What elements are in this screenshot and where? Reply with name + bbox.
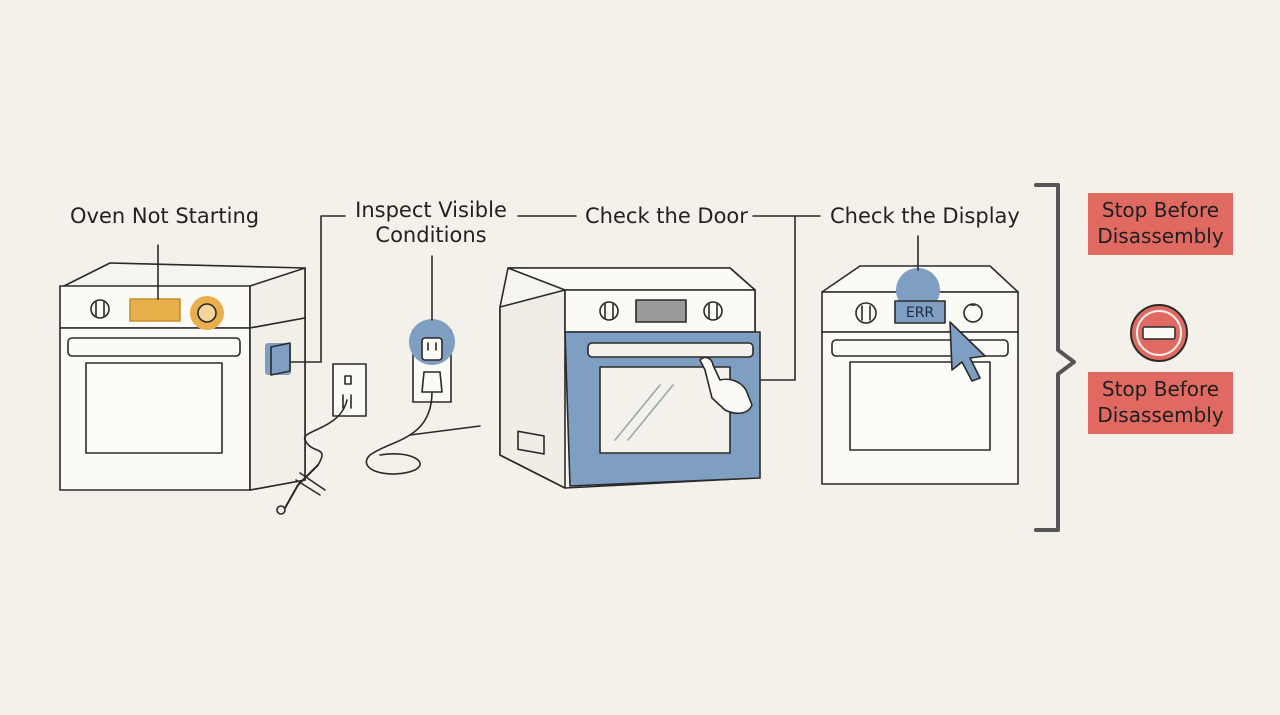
step-oven-not-starting: Oven Not Starting [70, 204, 260, 228]
wall-socket-illustration [276, 363, 481, 515]
outcome-bracket [1034, 183, 1076, 532]
stop-before-disassembly-bottom: Stop Before Disassembly [1088, 372, 1233, 434]
step-check-the-display: Check the Display [830, 204, 1020, 228]
error-code-display: ERR [905, 305, 935, 321]
control-panel-highlight [129, 298, 181, 322]
outlet-illustration [365, 255, 455, 475]
stop-top-line2: Disassembly [1097, 224, 1224, 248]
stop-sign-icon [1130, 304, 1188, 362]
cursor-icon [949, 321, 986, 382]
stop-top-line1: Stop Before [1101, 198, 1220, 222]
step-inspect-line2: Conditions [375, 223, 487, 247]
oven-not-starting-illustration [59, 244, 306, 491]
door-check-oven-illustration [499, 267, 761, 489]
stop-bottom-line1: Stop Before [1101, 377, 1220, 401]
step-inspect-line1: Inspect Visible [355, 198, 507, 222]
side-vent-highlight [265, 343, 291, 375]
stop-before-disassembly-top: Stop Before Disassembly [1088, 193, 1233, 255]
step-check-the-door: Check the Door [585, 204, 748, 228]
step-inspect-visible-conditions: Inspect Visible Conditions [350, 198, 512, 248]
stop-bottom-line2: Disassembly [1097, 403, 1224, 427]
display-check-oven-illustration [821, 235, 1019, 485]
